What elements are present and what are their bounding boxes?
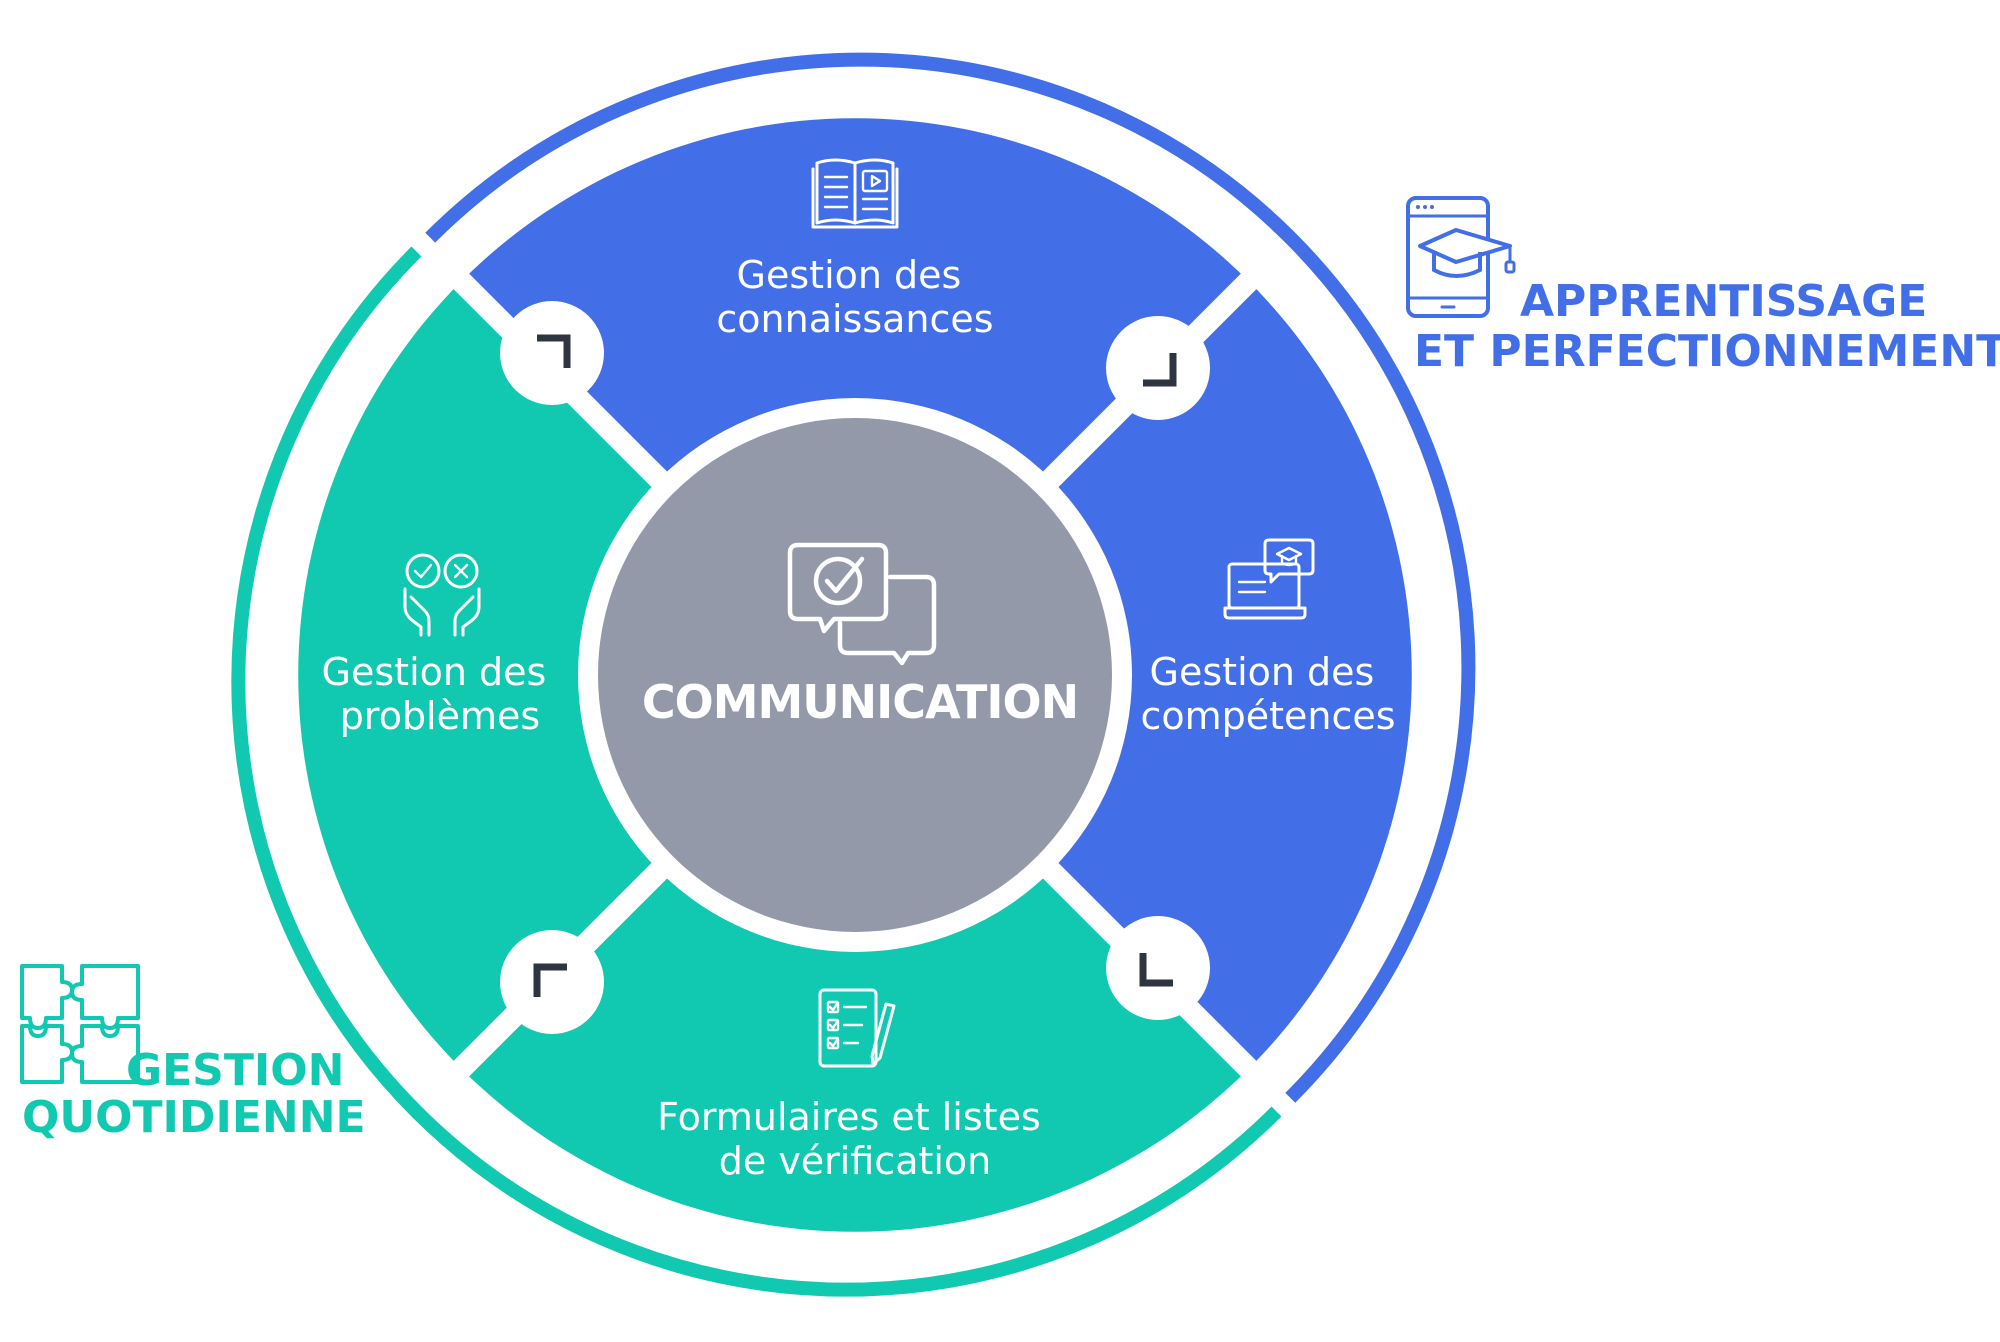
segment-skills[interactable] — [855, 281, 1412, 1069]
segment-problems-label: Gestion des problèmes — [322, 650, 559, 738]
corner-marker-top-left — [500, 301, 604, 405]
puzzle-pieces-icon — [20, 964, 140, 1084]
laptop-graduation-icon — [1223, 538, 1315, 620]
segment-skills-label: Gestion des compétences — [1140, 650, 1395, 738]
open-book-video-icon — [811, 158, 899, 229]
corner-marker-bottom-left — [500, 930, 604, 1034]
tablet-graduation-cap-icon — [1406, 196, 1516, 318]
daily-outer-ring — [231, 246, 1282, 1297]
segment-forms[interactable] — [461, 675, 1249, 1232]
hands-check-cross-icon — [403, 553, 481, 637]
learning-group-label-line1: APPRENTISSAGE — [1520, 276, 1927, 327]
learning-group-label-line2: ET PERFECTIONNEMENT — [1414, 326, 2000, 377]
segment-problems[interactable] — [298, 281, 855, 1069]
daily-group-label-line2: QUOTIDIENNE — [22, 1092, 366, 1143]
daily-group-label-line1: GESTION — [126, 1045, 344, 1096]
chat-bubbles-check-icon — [787, 542, 937, 666]
segment-forms-label: Formulaires et listes de vérification — [657, 1095, 1053, 1183]
checklist-pencil-icon — [818, 988, 896, 1068]
center-label: COMMUNICATION — [642, 675, 1078, 729]
corner-marker-bottom-right — [1106, 916, 1210, 1020]
segment-knowledge-label: Gestion des connaissances — [716, 253, 993, 341]
center-circle[interactable] — [598, 418, 1112, 932]
segment-knowledge[interactable] — [461, 118, 1249, 675]
corner-marker-top-right — [1106, 316, 1210, 420]
learning-outer-ring — [425, 52, 1476, 1103]
